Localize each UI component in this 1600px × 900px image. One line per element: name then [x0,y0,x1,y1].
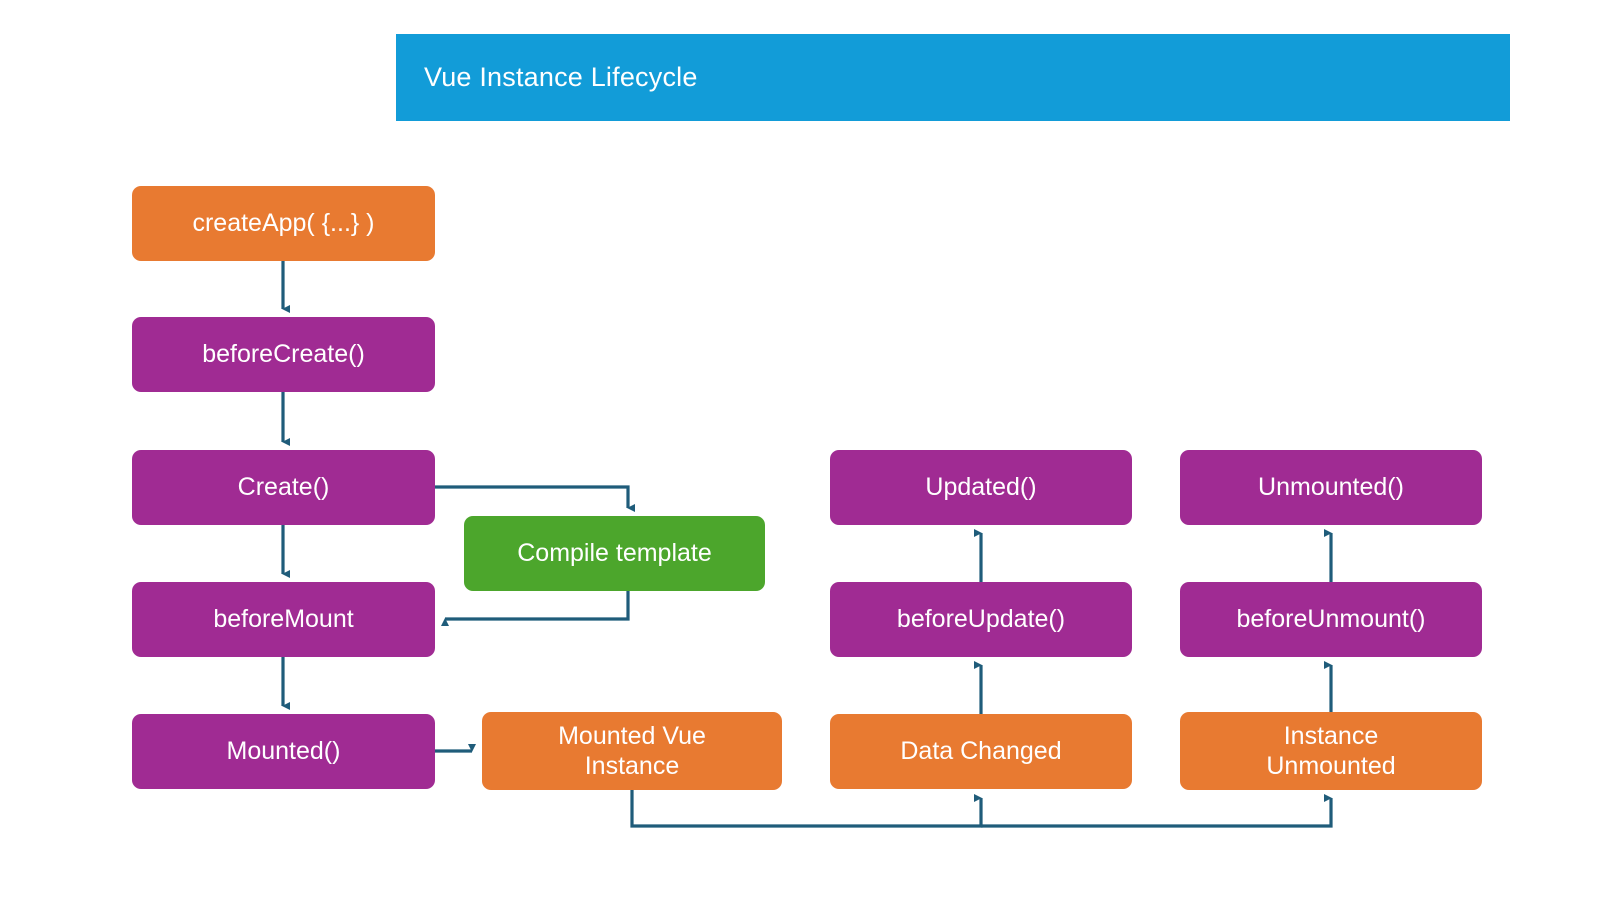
node-before-update[interactable]: beforeUpdate() [830,582,1132,657]
node-mounted-vue-instance[interactable]: Mounted Vue Instance [482,712,782,790]
node-create-label: Create() [237,473,330,502]
node-mounted-vue-instance-label: Mounted Vue Instance [558,721,706,781]
node-data-changed-label: Data Changed [900,737,1062,766]
title-banner: Vue Instance Lifecycle [396,34,1510,121]
node-unmounted[interactable]: Unmounted() [1180,450,1482,525]
node-before-create[interactable]: beforeCreate() [132,317,435,392]
node-create-app[interactable]: createApp( {...} ) [132,186,435,261]
node-before-update-label: beforeUpdate() [896,605,1066,634]
node-updated-label: Updated() [925,473,1037,502]
node-create[interactable]: Create() [132,450,435,525]
node-updated[interactable]: Updated() [830,450,1132,525]
edge-mounted-vue-instance-to-instanceunmounted [981,794,1333,828]
node-instance-unmounted-label: Instance Unmounted [1266,721,1396,781]
node-mounted[interactable]: Mounted() [132,714,435,789]
node-compile-template[interactable]: Compile template [464,516,765,591]
page-title: Vue Instance Lifecycle [424,62,698,92]
node-before-unmount[interactable]: beforeUnmount() [1180,582,1482,657]
node-before-mount-label: beforeMount [213,605,354,634]
node-compile-template-label: Compile template [517,539,712,568]
node-data-changed[interactable]: Data Changed [830,714,1132,789]
node-before-create-label: beforeCreate() [202,340,365,369]
node-before-mount[interactable]: beforeMount [132,582,435,657]
edge-compile-template-to-beforemount [441,591,630,626]
node-before-unmount-label: beforeUnmount() [1236,605,1426,634]
node-mounted-label: Mounted() [226,737,341,766]
node-create-app-label: createApp( {...} ) [192,209,375,238]
edge-mounted-vue-instance-to-datachanged [630,790,983,828]
node-instance-unmounted[interactable]: Instance Unmounted [1180,712,1482,790]
edge-create-to-compile-template [435,485,635,512]
node-unmounted-label: Unmounted() [1258,473,1404,502]
